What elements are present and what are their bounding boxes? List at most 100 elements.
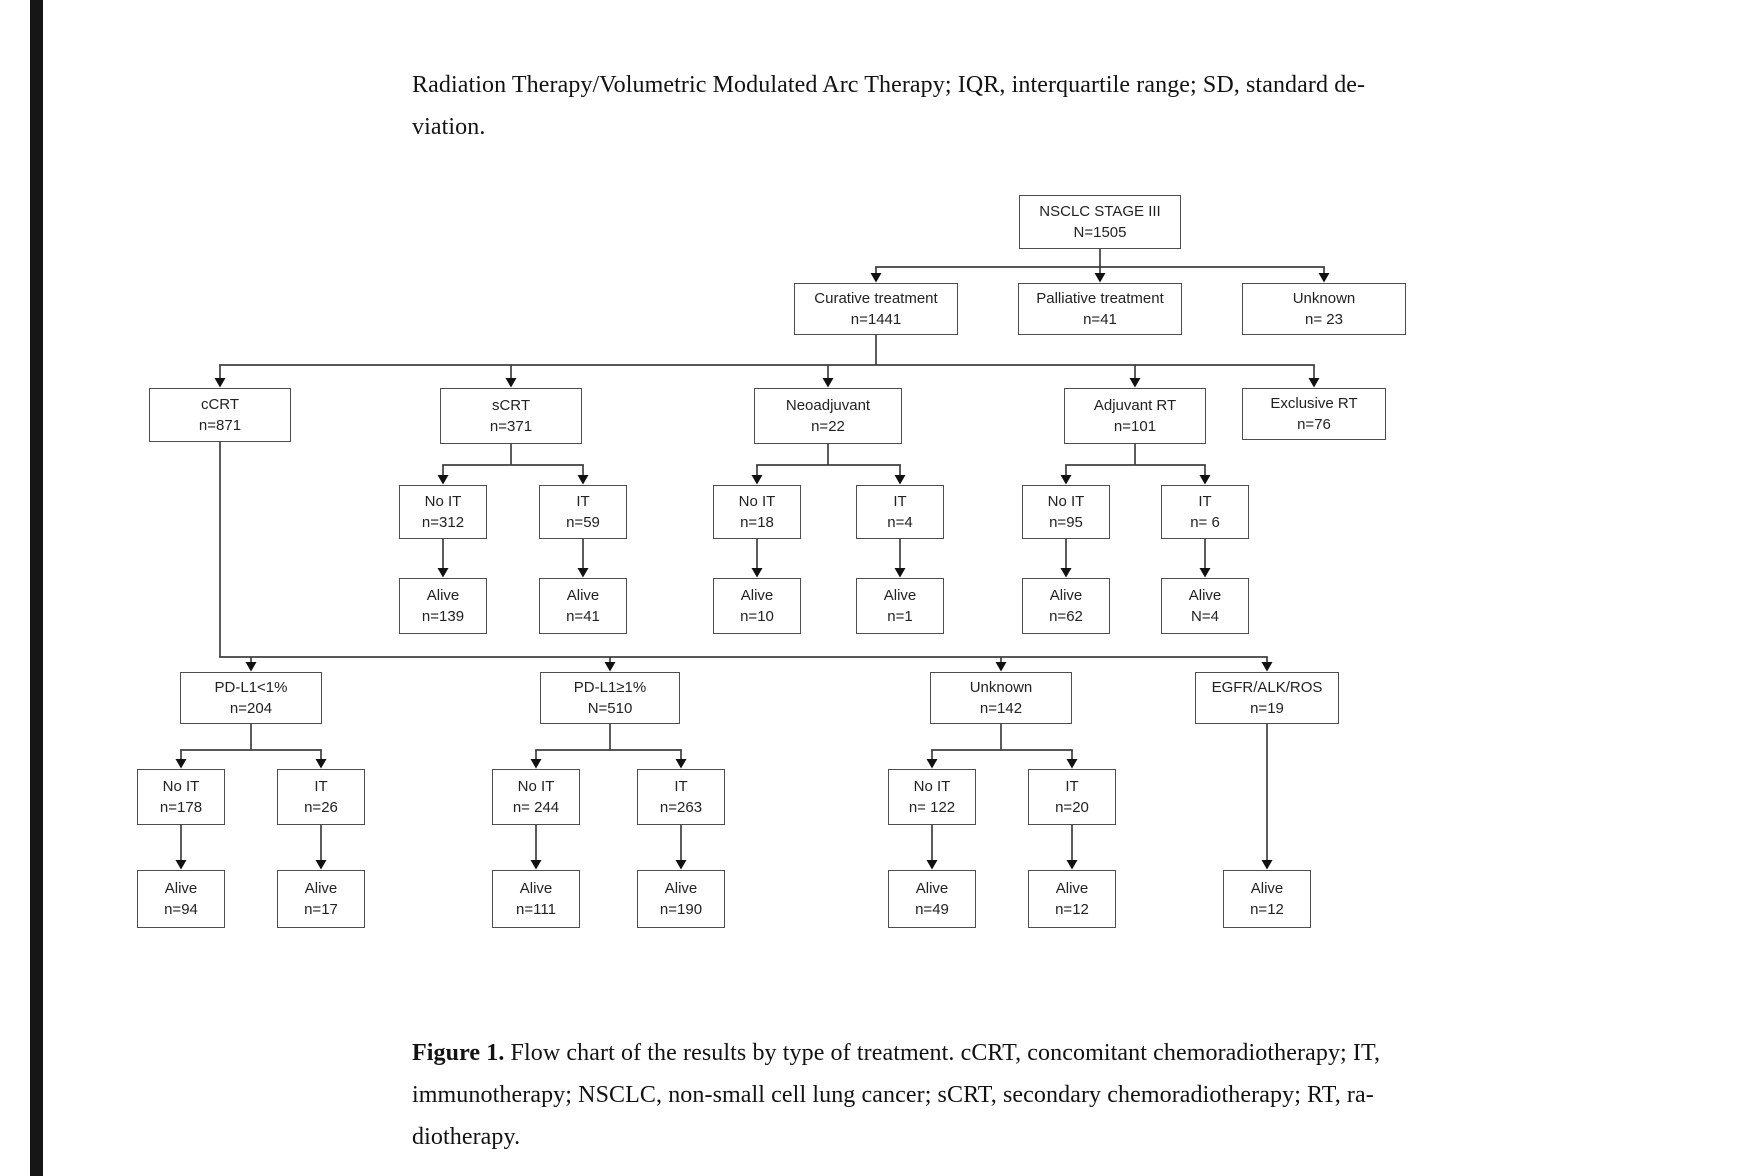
flow-node-scrt_noit_alive: Alive n=139 [399, 578, 487, 634]
flow-node-count: n=41 [1083, 311, 1117, 328]
flow-node-count: n=204 [229, 700, 273, 717]
flow-node-pdlow_noit: No IT n=178 [137, 769, 225, 825]
flow-node-count: n=10 [740, 608, 774, 625]
figure-caption-line-3: diotherapy. [412, 1124, 521, 1150]
flow-node-label: No IT [162, 778, 200, 795]
flow-node-neo_noit_alive: Alive n=10 [713, 578, 801, 634]
flow-node-count: n= 6 [1190, 514, 1220, 531]
flow-node-count: n=190 [659, 901, 703, 918]
abbreviations-line-1: Radiation Therapy/Volumetric Modulated A… [412, 72, 1366, 98]
flow-node-label: Alive [426, 587, 460, 604]
flow-node-label: Alive [1188, 587, 1222, 604]
flow-node-label: IT [1198, 493, 1212, 510]
flow-node-count: n=263 [659, 799, 703, 816]
flow-node-label: No IT [913, 778, 951, 795]
flow-node-root: NSCLC STAGE III N=1505 [1019, 195, 1181, 249]
flow-node-label: Neoadjuvant [785, 397, 871, 414]
flow-node-label: Alive [519, 880, 553, 897]
flow-node-count: n=62 [1049, 608, 1083, 625]
flow-node-label: No IT [1047, 493, 1085, 510]
flow-node-label: Alive [883, 587, 917, 604]
flow-node-count: n=4 [887, 514, 913, 531]
flow-node-count: n=22 [811, 418, 845, 435]
flow-node-count: n=139 [421, 608, 465, 625]
flow-node-label: No IT [738, 493, 776, 510]
flow-node-label: IT [576, 493, 590, 510]
flow-node-label: No IT [517, 778, 555, 795]
figure-caption-label: Figure 1. [412, 1040, 505, 1066]
flow-node-count: n= 122 [908, 799, 956, 816]
flow-node-adj_noit: No IT n=95 [1022, 485, 1110, 539]
flow-node-label: IT [1065, 778, 1079, 795]
figure-caption-line-1: Figure 1. Flow chart of the results by t… [412, 1032, 1532, 1074]
flow-node-label: IT [893, 493, 907, 510]
flow-node-pdhigh_noit: No IT n= 244 [492, 769, 580, 825]
flow-node-label: NSCLC STAGE III [1039, 203, 1161, 220]
flow-node-count: n=20 [1055, 799, 1089, 816]
flow-node-scrt_it: IT n=59 [539, 485, 627, 539]
flow-node-count: n=76 [1297, 416, 1331, 433]
flow-node-pdhigh_it_alive: Alive n=190 [637, 870, 725, 928]
flow-node-count: n=59 [566, 514, 600, 531]
flow-node-count: N=510 [587, 700, 633, 717]
figure-caption-line-2: immunotherapy; NSCLC, non-small cell lun… [412, 1082, 1374, 1108]
flow-node-pdl1_high: PD-L1≥1%N=510 [540, 672, 680, 724]
flow-node-count: n=49 [915, 901, 949, 918]
flow-node-label: No IT [424, 493, 462, 510]
flow-node-label: Unknown [1292, 290, 1356, 307]
flow-node-pdhigh_noit_alive: Alive n=111 [492, 870, 580, 928]
flow-node-pdhigh_it: IT n=263 [637, 769, 725, 825]
flow-node-label: Alive [1250, 880, 1284, 897]
flow-node-count: n=95 [1049, 514, 1083, 531]
flow-node-pdunk_it: IT n=20 [1028, 769, 1116, 825]
figure-caption-line-1-rest: Flow chart of the results by type of tre… [504, 1040, 1381, 1066]
flow-node-label: Alive [1055, 880, 1089, 897]
flow-node-pdl1_low: PD-L1<1% n=204 [180, 672, 322, 724]
figure-caption: Figure 1. Flow chart of the results by t… [412, 1032, 1532, 1158]
flow-node-count: n=41 [566, 608, 600, 625]
flow-node-count: n=312 [421, 514, 465, 531]
flow-node-label: IT [674, 778, 688, 795]
flow-node-label: Palliative treatment [1036, 290, 1164, 307]
flow-node-count: n=178 [159, 799, 203, 816]
abbreviations-paragraph: Radiation Therapy/Volumetric Modulated A… [412, 64, 1522, 148]
flow-node-count: n= 244 [512, 799, 560, 816]
flow-node-label: cCRT [200, 396, 240, 413]
flow-node-count: N=1505 [1073, 224, 1127, 241]
flow-node-count: n=142 [979, 700, 1023, 717]
flowchart-connectors [175, 249, 1330, 870]
flow-node-label: Alive [566, 587, 600, 604]
flow-node-neo_noit: No IT n=18 [713, 485, 801, 539]
flow-node-label: PD-L1<1% [214, 679, 288, 696]
flow-node-label: Curative treatment [814, 290, 938, 307]
flow-node-exclusive_rt: Exclusive RT n=76 [1242, 388, 1386, 440]
flow-node-label: Alive [740, 587, 774, 604]
flow-node-pdunk_it_alive: Alive n=12 [1028, 870, 1116, 928]
flow-node-count: N=4 [1191, 608, 1219, 625]
flow-node-count: n=12 [1055, 901, 1089, 918]
flow-node-label: Alive [664, 880, 698, 897]
flow-node-label: Exclusive RT [1270, 395, 1358, 412]
flow-node-count: n=26 [304, 799, 338, 816]
flow-node-label: EGFR/ALK/ROS [1211, 679, 1323, 696]
flow-node-count: n=111 [516, 901, 556, 918]
flow-node-label: Adjuvant RT [1093, 397, 1177, 414]
flow-node-adj_it: IT n= 6 [1161, 485, 1249, 539]
flow-node-count: n=18 [740, 514, 774, 531]
page-edge-scan-strip [30, 0, 43, 1176]
flow-node-neoadjuvant: Neoadjuvant n=22 [754, 388, 902, 444]
